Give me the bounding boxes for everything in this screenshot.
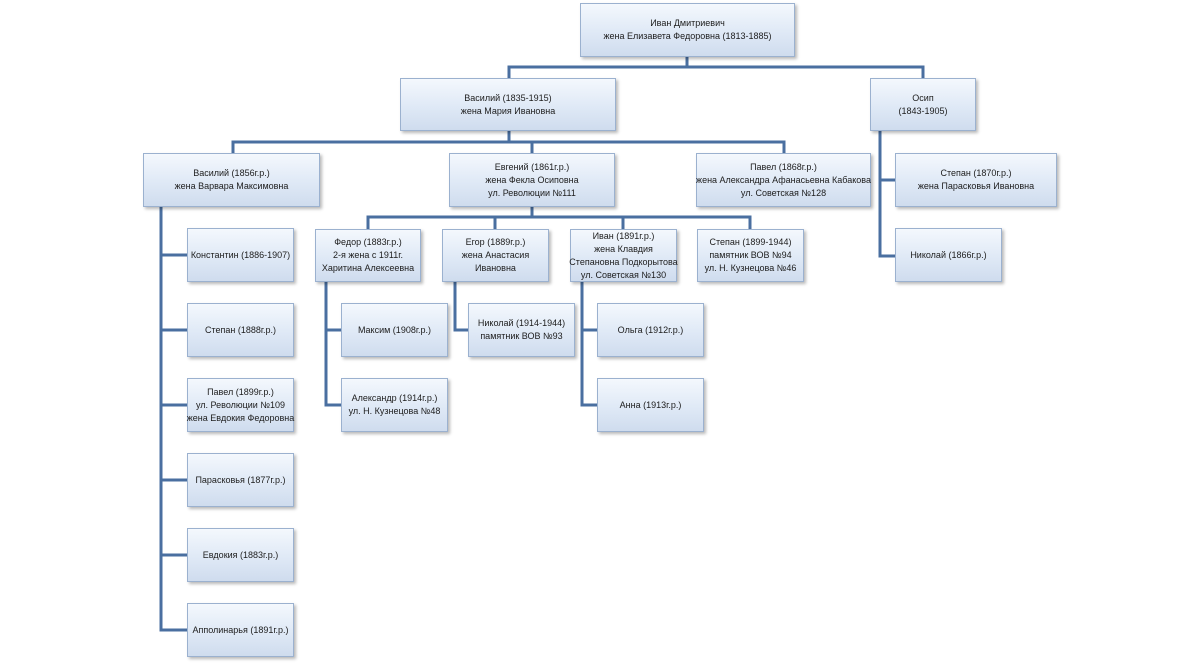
node-line: Евдокия (1883г.р.) [202,549,279,560]
node-line: Ольга (1912г.р.) [617,324,684,335]
node-olga[interactable]: Ольга (1912г.р.) [597,303,704,357]
node-line: жена Мария Ивановна [460,105,556,116]
node-line: жена Александра Афанасьевна Кабакова [696,174,871,185]
node-paraskovya[interactable]: Парасковья (1877г.р.) [187,453,294,507]
node-maksim[interactable]: Максим (1908г.р.) [341,303,448,357]
node-line: Константин (1886-1907) [190,249,291,260]
node-line: жена Фекла Осиповна [485,174,579,185]
node-line: Апполинарья (1891г.р.) [192,624,289,635]
node-line: Иван Дмитриевич [650,18,725,28]
node-line: Осип [912,92,934,103]
node-line: (1843-1905) [898,105,948,116]
node-line: Василий (1835-1915) [464,92,552,103]
node-anna[interactable]: Анна (1913г.р.) [597,378,704,432]
node-evdokiya[interactable]: Евдокия (1883г.р.) [187,528,294,582]
node-osip[interactable]: Осип (1843-1905) [870,78,976,131]
node-aleksandr[interactable]: Александр (1914г.р.) ул. Н. Кузнецова №4… [341,378,448,432]
node-nikolay-1866[interactable]: Николай (1866г.р.) [895,228,1002,282]
node-line: 2-я жена с 1911г. [333,250,403,260]
node-egor[interactable]: Егор (1889г.р.) жена Анастасия Ивановна [442,229,549,282]
node-line: памятник ВОВ №94 [709,250,792,260]
node-line: ул. Советская №130 [580,269,667,280]
node-line: памятник ВОВ №93 [480,331,563,341]
node-line: ул. Н. Кузнецова №46 [704,263,797,273]
node-line: Степан (1870г.р.) [940,168,1012,178]
node-fedor[interactable]: Федор (1883г.р.) 2-я жена с 1911г. Харит… [315,229,421,282]
node-line: Харитина Алексеевна [321,263,415,273]
node-stepan-1899[interactable]: Степан (1899-1944) памятник ВОВ №94 ул. … [697,229,804,282]
node-line: жена Варвара Максимовна [174,181,289,191]
node-line: Федор (1883г.р.) [334,237,402,247]
node-nikolay-1914[interactable]: Николай (1914-1944) памятник ВОВ №93 [468,303,575,357]
node-apollinariya[interactable]: Апполинарья (1891г.р.) [187,603,294,657]
node-line: Василий (1856г.р.) [193,168,270,178]
node-line: Степан (1888г.р.) [204,324,277,335]
node-vasily-1835[interactable]: Василий (1835-1915) жена Мария Ивановна [400,78,616,131]
node-line: ул. Советская №128 [740,187,827,198]
node-ivan-dmitrievich[interactable]: Иван Дмитриевич жена Елизавета Федоровна… [580,3,795,57]
node-ivan-1891[interactable]: Иван (1891г.р.) жена Клавдия Степановна … [569,229,678,282]
node-vasily-1856[interactable]: Василий (1856г.р.) жена Варвара Максимов… [143,153,320,207]
node-line: ул. Революции №111 [488,187,576,198]
node-line: Ивановна [475,263,516,273]
node-line: жена Елизавета Федоровна (1813-1885) [603,31,772,41]
node-line: Павел (1868г.р.) [750,161,817,172]
node-line: ул. Н. Кузнецова №48 [348,406,441,416]
node-line: Евгений (1861г.р.) [494,161,570,172]
node-line: Парасковья (1877г.р.) [195,474,286,485]
node-pavel-1868[interactable]: Павел (1868г.р.) жена Александра Афанась… [696,153,871,207]
node-line: Степан (1899-1944) [709,237,792,247]
node-line: жена Анастасия [461,250,530,260]
node-konstantin[interactable]: Константин (1886-1907) [187,228,294,282]
node-evgeny[interactable]: Евгений (1861г.р.) жена Фекла Осиповна у… [449,153,615,207]
node-line: Александр (1914г.р.) [351,393,438,403]
node-line: Николай (1914-1944) [477,318,566,328]
node-stepan-1888[interactable]: Степан (1888г.р.) [187,303,294,357]
node-line: Анна (1913г.р.) [619,399,682,410]
node-line: Степановна Подкорытова [569,256,678,267]
node-line: Егор (1889г.р.) [465,237,526,247]
node-line: жена Евдокия Федоровна [186,412,295,423]
node-line: Павел (1899г.р.) [207,386,274,397]
node-line: жена Клавдия [594,243,653,254]
node-line: Иван (1891г.р.) [592,230,655,241]
node-pavel-1899[interactable]: Павел (1899г.р.) ул. Революции №109 жена… [187,378,294,432]
node-line: жена Парасковья Ивановна [917,181,1035,191]
node-line: ул. Революции №109 [195,399,286,410]
node-line: Максим (1908г.р.) [357,324,432,335]
node-stepan-1870[interactable]: Степан (1870г.р.) жена Парасковья Иванов… [895,153,1057,207]
node-line: Николай (1866г.р.) [910,249,987,260]
